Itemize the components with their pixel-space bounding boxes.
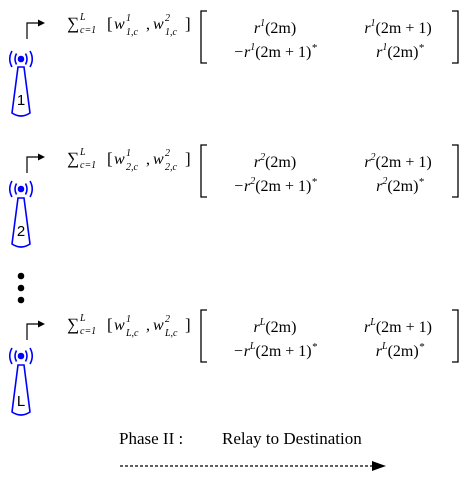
weight-w2: w bbox=[153, 317, 164, 334]
weight-w2: w bbox=[153, 16, 164, 33]
sum-expression: ∑ bbox=[67, 149, 79, 168]
sum-lower: c=1 bbox=[80, 160, 96, 171]
matrix-entry-a21: −rL(2m + 1)* bbox=[233, 341, 318, 360]
matrix-bracket-right bbox=[452, 309, 459, 363]
relay-1: 1 ∑ L c=1 [ w 1 1,c , w 2 1,c ] r1(2m) r… bbox=[8, 10, 459, 117]
sum-upper: L bbox=[79, 313, 86, 324]
weight-w2-sup: 2 bbox=[165, 314, 170, 325]
svg-text:−r2(2m + 1)*: −r2(2m + 1)* bbox=[233, 176, 317, 195]
matrix-bracket-right bbox=[452, 10, 459, 64]
svg-text:rL(2m + 1): rL(2m + 1) bbox=[364, 317, 432, 336]
antenna-icon bbox=[8, 347, 34, 416]
matrix-bracket-left bbox=[200, 309, 207, 363]
relay-2: 2 ∑ L c=1 [ w 1 2,c , w 2 2,c ] r2(2m) r… bbox=[8, 144, 459, 248]
matrix-entry-a22: r1(2m)* bbox=[376, 42, 424, 61]
phase-label: Phase II : bbox=[119, 429, 183, 448]
matrix-entry-a22: r2(2m)* bbox=[376, 176, 424, 195]
bracket-open: [ bbox=[107, 14, 113, 33]
svg-text:rL(2m)*: rL(2m)* bbox=[376, 341, 425, 360]
matrix-entry-a21: −r1(2m + 1)* bbox=[233, 42, 317, 61]
signal-arrow-icon bbox=[26, 153, 45, 173]
weight-w1-sup: 1 bbox=[126, 148, 131, 159]
weight-w2-sup: 2 bbox=[165, 13, 170, 24]
weight-w1: w bbox=[114, 317, 125, 334]
antenna-icon bbox=[8, 180, 34, 248]
signal-arrow-icon bbox=[26, 320, 45, 340]
weight-w1: w bbox=[114, 151, 125, 168]
sum-upper: L bbox=[79, 147, 86, 158]
matrix-entry-a12: r2(2m + 1) bbox=[364, 152, 431, 171]
weight-w2: w bbox=[153, 151, 164, 168]
matrix-bracket-left bbox=[200, 144, 207, 198]
relay-id-label: 2 bbox=[17, 223, 25, 240]
weight-w1-sub: 2,c bbox=[126, 162, 139, 173]
bracket-open: [ bbox=[107, 149, 113, 168]
bracket-close: ] bbox=[185, 14, 191, 33]
bracket-close: ] bbox=[185, 149, 191, 168]
sum-lower: c=1 bbox=[80, 326, 96, 337]
weight-w2-sub: 2,c bbox=[165, 162, 178, 173]
relay-id-label: 1 bbox=[17, 92, 25, 109]
svg-text:r1(2m + 1): r1(2m + 1) bbox=[364, 18, 431, 37]
svg-text:r1(2m): r1(2m) bbox=[254, 18, 296, 37]
weight-comma: , bbox=[146, 317, 150, 334]
weight-w1: w bbox=[114, 16, 125, 33]
svg-text:r1(2m)*: r1(2m)* bbox=[376, 42, 424, 61]
matrix-entry-a11: rL(2m) bbox=[254, 317, 297, 336]
sum-expression: ∑ bbox=[67, 14, 79, 33]
arrowhead-icon bbox=[372, 461, 386, 471]
antenna-icon bbox=[8, 50, 34, 117]
sum-lower: c=1 bbox=[80, 25, 96, 36]
bracket-close: ] bbox=[185, 315, 191, 334]
matrix-entry-a21: −r2(2m + 1)* bbox=[233, 176, 317, 195]
svg-text:r2(2m + 1): r2(2m + 1) bbox=[364, 152, 431, 171]
bracket-open: [ bbox=[107, 315, 113, 334]
weight-comma: , bbox=[146, 151, 150, 168]
weight-w2-sub: 1,c bbox=[165, 27, 178, 38]
weight-w2-sub: L,c bbox=[164, 328, 178, 339]
relay-id-label: L bbox=[17, 393, 25, 410]
matrix-entry-a11: r2(2m) bbox=[254, 152, 296, 171]
weight-w1-sub: 1,c bbox=[126, 27, 139, 38]
matrix-bracket-right bbox=[452, 144, 459, 198]
relay-L: L ∑ L c=1 [ w 1 L,c , w 2 L,c ] rL(2m) r… bbox=[8, 309, 459, 416]
svg-text:−rL(2m + 1)*: −rL(2m + 1)* bbox=[233, 341, 318, 360]
weight-w1-sup: 1 bbox=[126, 314, 131, 325]
matrix-entry-a12: r1(2m + 1) bbox=[364, 18, 431, 37]
phase-arrow bbox=[120, 461, 386, 471]
svg-text:−r1(2m + 1)*: −r1(2m + 1)* bbox=[233, 42, 317, 61]
svg-text:r2(2m)*: r2(2m)* bbox=[376, 176, 424, 195]
sum-expression: ∑ bbox=[67, 315, 79, 334]
matrix-entry-a12: rL(2m + 1) bbox=[364, 317, 432, 336]
svg-text:r2(2m): r2(2m) bbox=[254, 152, 296, 171]
matrix-bracket-left bbox=[200, 10, 207, 64]
weight-w1-sub: L,c bbox=[125, 328, 139, 339]
matrix-entry-a22: rL(2m)* bbox=[376, 341, 425, 360]
weight-comma: , bbox=[146, 16, 150, 33]
phase-description: Relay to Destination bbox=[222, 429, 362, 448]
weight-w1-sup: 1 bbox=[126, 13, 131, 24]
matrix-entry-a11: r1(2m) bbox=[254, 18, 296, 37]
sum-upper: L bbox=[79, 12, 86, 23]
svg-text:rL(2m): rL(2m) bbox=[254, 317, 297, 336]
weight-w2-sup: 2 bbox=[165, 148, 170, 159]
signal-arrow-icon bbox=[26, 19, 45, 39]
vertical-ellipsis bbox=[17, 272, 25, 304]
